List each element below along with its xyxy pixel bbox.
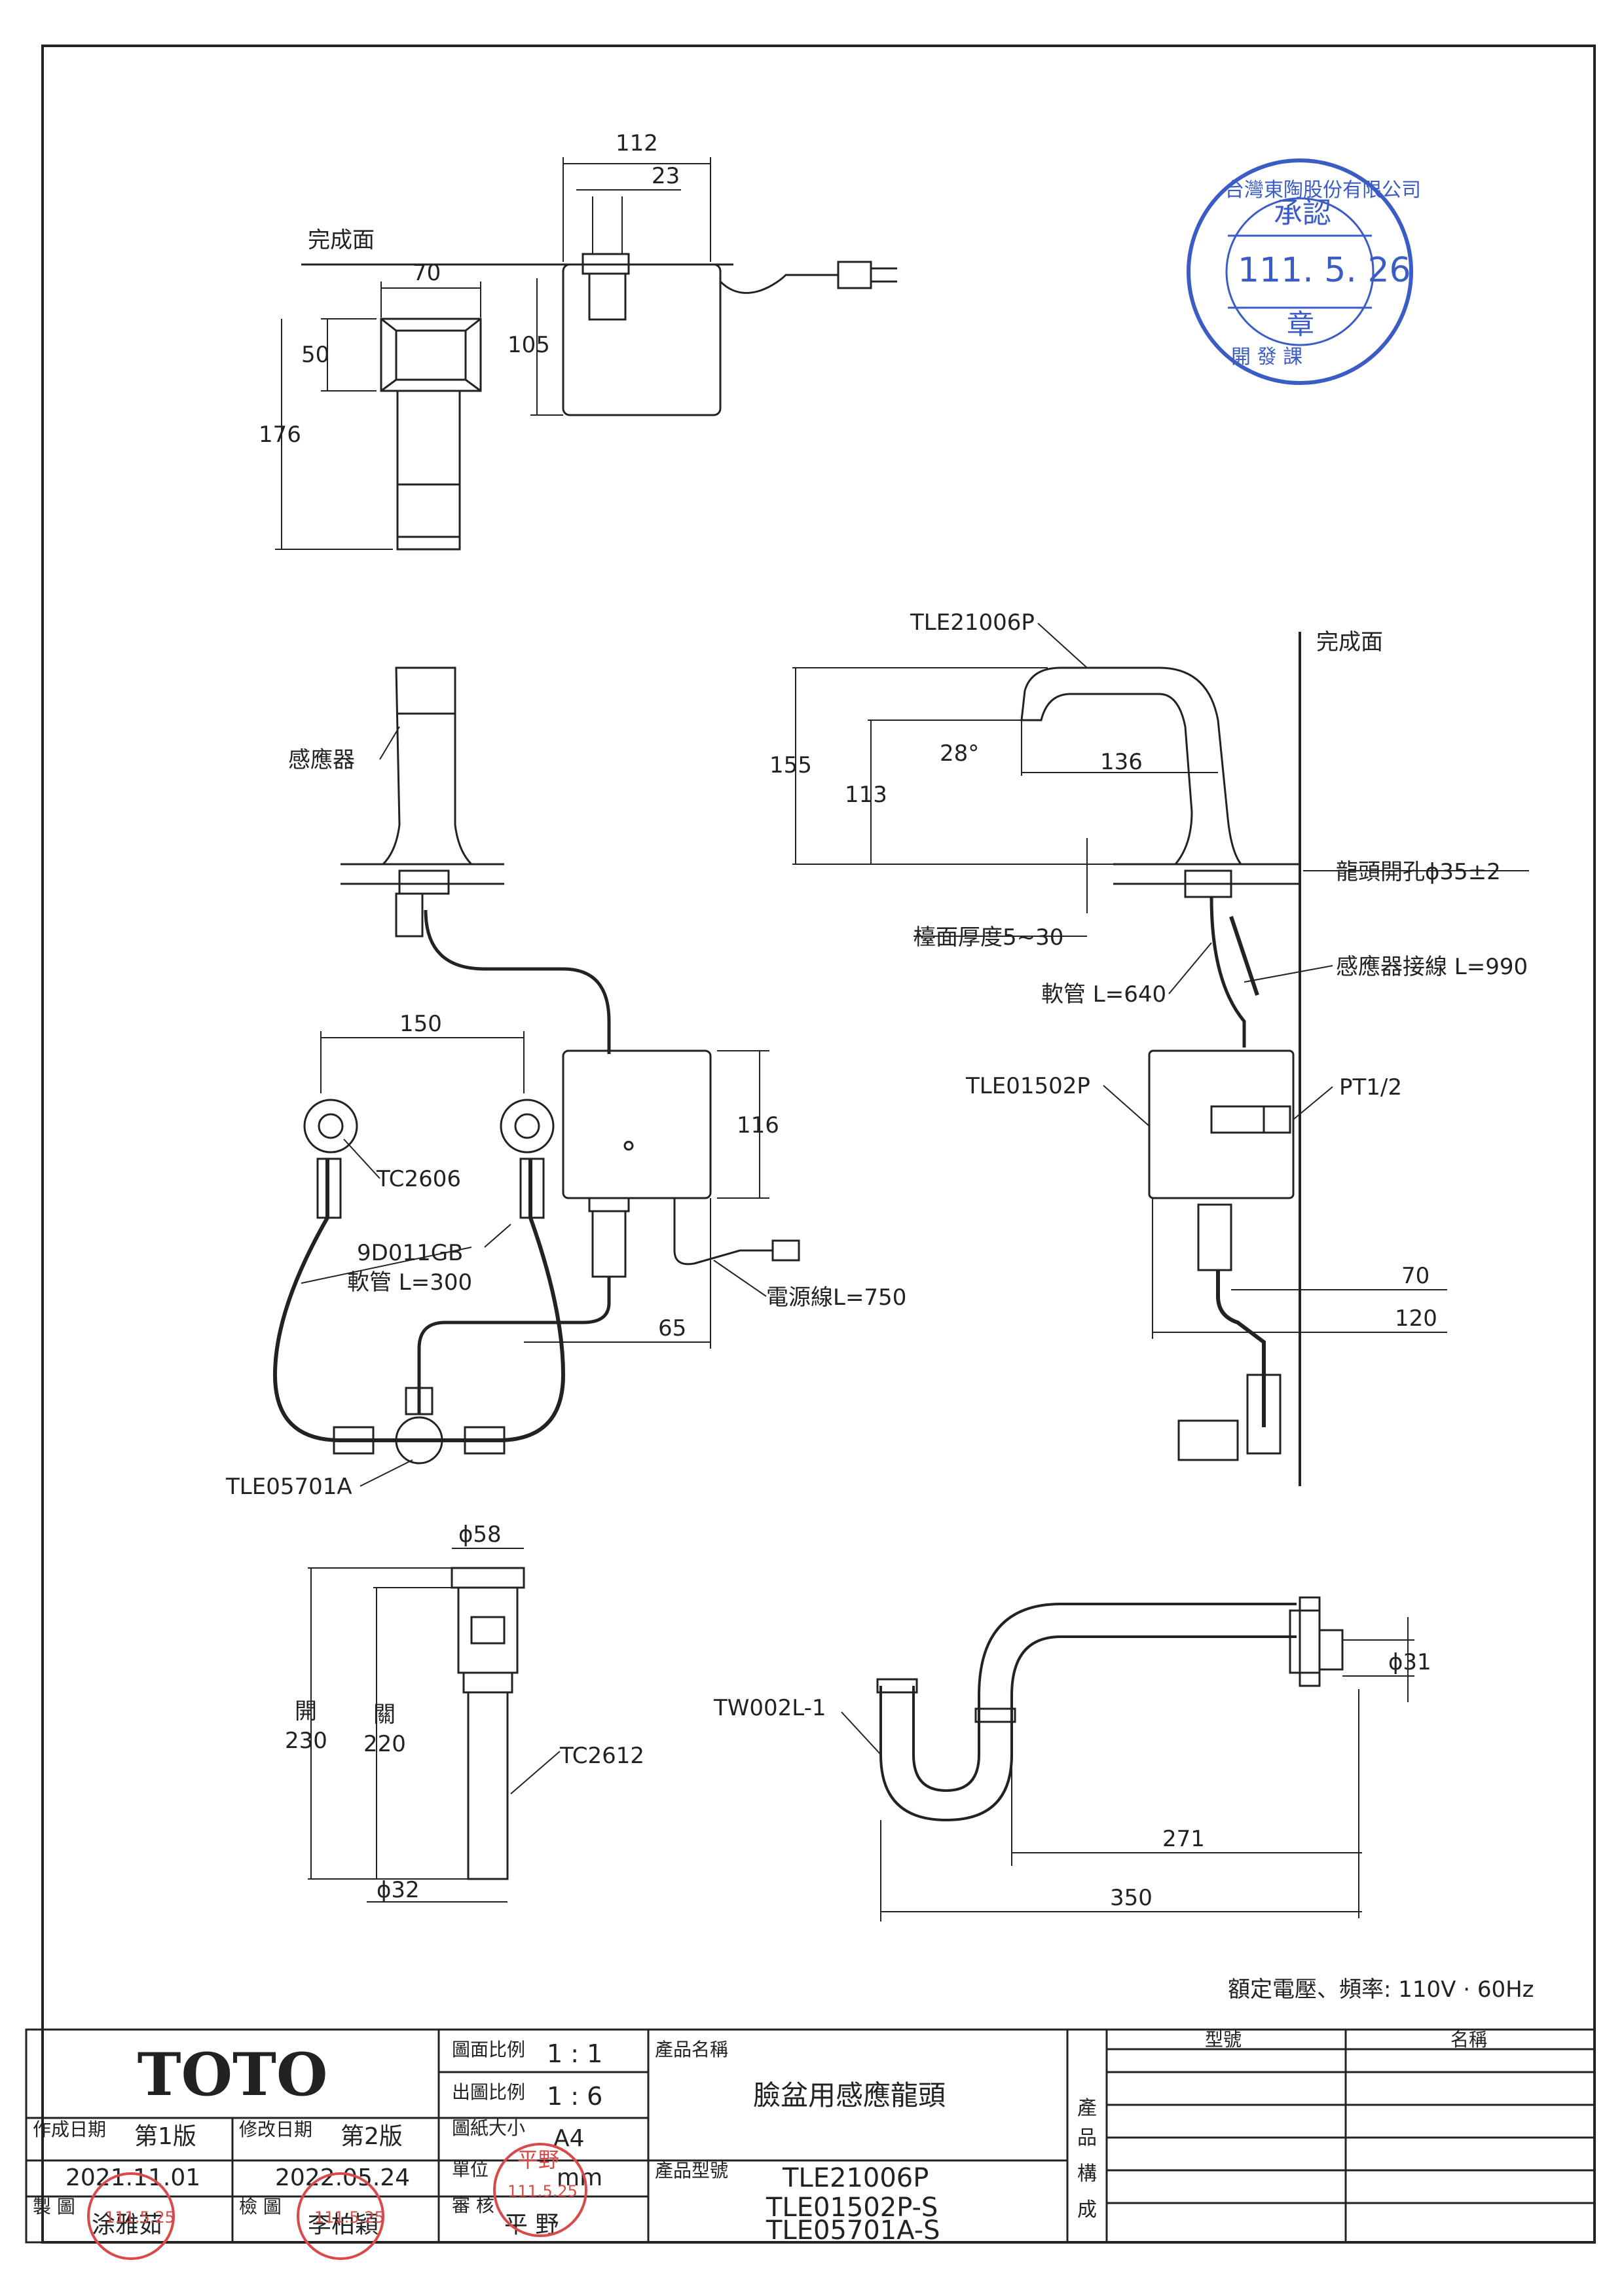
drawer-name: 涂雅茹 xyxy=(92,2212,162,2238)
top-view xyxy=(275,157,897,551)
svg-text:111.5.25: 111.5.25 xyxy=(507,2182,578,2200)
modified-version: 第2版 xyxy=(341,2123,403,2150)
model-3: TLE05701A-S xyxy=(766,2215,940,2246)
composition-3: 構 xyxy=(1077,2162,1097,2185)
close-value: 220 xyxy=(363,1731,406,1757)
dim-105: 105 xyxy=(507,332,550,358)
svg-text:台灣東陶股份有限公司: 台灣東陶股份有限公司 xyxy=(1225,179,1421,202)
svg-text:111.5.25: 111.5.25 xyxy=(105,2208,175,2227)
drain-view xyxy=(308,1548,561,1903)
composition-4: 成 xyxy=(1077,2198,1097,2221)
hose-length-label: 軟管 L=300 xyxy=(347,1269,472,1296)
dim-phi58: ϕ58 xyxy=(458,1522,502,1548)
col-model: 型號 xyxy=(1205,2029,1242,2050)
model-label: 產品型號 xyxy=(655,2160,728,2181)
created-label: 作成日期 xyxy=(33,2119,106,2140)
check-label: 檢 圖 xyxy=(239,2196,282,2217)
toto-logo: TOTO xyxy=(138,2040,328,2109)
red-stamps xyxy=(87,2143,587,2260)
dim-70-top: 70 xyxy=(413,260,441,286)
svg-text:承認: 承認 xyxy=(1274,196,1331,230)
dim-116: 116 xyxy=(737,1112,779,1139)
tw002l-label: TW002L-1 xyxy=(713,1695,826,1721)
dim-120: 120 xyxy=(1395,1305,1437,1332)
svg-text:111.5.25: 111.5.25 xyxy=(314,2208,384,2227)
tc2606-label: TC2606 xyxy=(376,1166,461,1192)
power-cord-label: 電源線L=750 xyxy=(766,1285,906,1311)
dim-271: 271 xyxy=(1162,1826,1205,1852)
product-name: 臉盆用感應龍頭 xyxy=(753,2079,946,2111)
dim-65: 65 xyxy=(658,1315,686,1341)
hose-640-label: 軟管 L=640 xyxy=(1041,981,1166,1008)
close-label: 關 xyxy=(373,1702,396,1728)
open-value: 230 xyxy=(285,1728,327,1754)
finish-surface-label-side: 完成面 xyxy=(1316,629,1383,655)
front-view xyxy=(272,666,800,1487)
model-2: TLE01502P-S xyxy=(766,2193,938,2223)
output-scale-label: 出圖比例 xyxy=(452,2081,525,2103)
trap-view xyxy=(841,1596,1414,1922)
dim-112: 112 xyxy=(616,130,658,156)
dim-176: 176 xyxy=(259,422,301,448)
sensor-wire-label: 感應器接線 L=990 xyxy=(1336,954,1528,980)
approval-stamp: 台灣東陶股份有限公司 承認 111. 5. 26 章 開 發 課 xyxy=(1187,158,1421,385)
dim-136: 136 xyxy=(1100,749,1143,775)
pt-label: PT1/2 xyxy=(1339,1074,1402,1101)
unit-label: 單位 xyxy=(452,2159,489,2180)
angle-28: 28° xyxy=(940,740,979,767)
svg-text:開 發 課: 開 發 課 xyxy=(1231,346,1302,369)
tle01502p-label: TLE01502P xyxy=(965,1073,1090,1099)
faucet-hole-label: 龍頭開孔ϕ35±2 xyxy=(1336,859,1501,885)
dim-phi32: ϕ32 xyxy=(377,1877,420,1903)
tle05701a-label: TLE05701A xyxy=(225,1474,352,1500)
counter-thickness-label: 檯面厚度5~30 xyxy=(913,924,1063,951)
dim-113: 113 xyxy=(845,782,887,808)
tle21006p-label: TLE21006P xyxy=(910,610,1035,636)
paper-label: 圖紙大小 xyxy=(452,2117,525,2139)
review-label: 審 核 xyxy=(452,2195,494,2216)
sheet-border xyxy=(41,45,1596,2244)
dim-150: 150 xyxy=(399,1011,442,1037)
unit-value: mm xyxy=(557,2164,602,2191)
modified-label: 修改日期 xyxy=(239,2119,312,2140)
dim-155: 155 xyxy=(769,752,812,778)
dim-70-side: 70 xyxy=(1401,1263,1430,1289)
modified-date: 2022.05.24 xyxy=(275,2164,410,2191)
created-version: 第1版 xyxy=(134,2123,196,2150)
scale-value: 1 : 1 xyxy=(547,2039,602,2068)
composition-2: 品 xyxy=(1077,2126,1097,2149)
created-date: 2021.11.01 xyxy=(65,2164,200,2191)
dim-phi31: ϕ31 xyxy=(1388,1649,1431,1675)
dim-50: 50 xyxy=(301,342,329,368)
rated-voltage: 額定電壓、頻率: 110V · 60Hz xyxy=(1228,1977,1534,2003)
hose-code-label: 9D011GB xyxy=(357,1240,463,1266)
output-scale-value: 1 : 6 xyxy=(547,2082,602,2111)
product-name-label: 產品名稱 xyxy=(655,2039,728,2060)
open-label: 開 xyxy=(295,1698,317,1724)
model-1: TLE21006P xyxy=(782,2163,929,2193)
side-view xyxy=(792,623,1529,1486)
svg-text:111. 5. 26: 111. 5. 26 xyxy=(1238,251,1411,290)
sensor-label: 感應器 xyxy=(288,747,355,773)
checker-name: 李柏穎 xyxy=(308,2212,378,2238)
svg-text:章: 章 xyxy=(1287,308,1314,340)
title-block xyxy=(25,2028,1596,2244)
svg-text:平野: 平野 xyxy=(517,2147,559,2172)
composition-1: 產 xyxy=(1077,2097,1097,2120)
col-name: 名稱 xyxy=(1450,2029,1487,2050)
draw-label: 製 圖 xyxy=(33,2196,75,2217)
tc2612-label: TC2612 xyxy=(559,1743,644,1769)
dim-350: 350 xyxy=(1110,1885,1153,1911)
finish-surface-label-top: 完成面 xyxy=(308,227,375,253)
dim-23: 23 xyxy=(652,163,680,189)
scale-label: 圖面比例 xyxy=(452,2039,525,2060)
